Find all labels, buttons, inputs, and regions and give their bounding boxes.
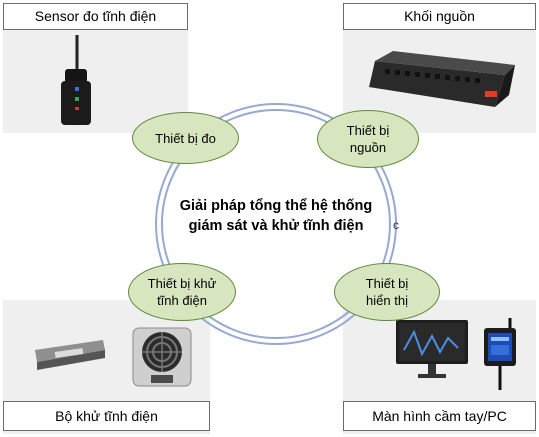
power-label: Khối nguồn [343,3,536,30]
sensor-label: Sensor đo tĩnh điện [3,3,188,30]
sensor-device-image [61,35,91,125]
monitor-image [396,320,468,378]
bubble-power-device: Thiết bị nguồn [317,110,419,168]
power-panel: Khối nguồn [343,3,536,133]
bubble-measure-device: Thiết bị đo [132,112,239,164]
sensor-panel: Sensor đo tĩnh điện [3,3,188,133]
bubble-display-device: Thiết bị hiển thị [334,263,440,321]
handheld-device-image [484,318,516,390]
center-title-line1: Giải pháp tổng thể hệ thống [179,198,373,214]
ionizer-fan-image [132,327,192,387]
power-led-icon [485,91,497,97]
bubble-measure-text: Thiết bị đo [155,130,216,146]
ionizer-label: Bộ khử tĩnh điện [3,401,210,431]
bubble-ionizer-device: Thiết bị khử tĩnh điện [128,263,236,321]
power-unit-image [369,51,515,107]
display-label: Màn hình cầm tay/PC [343,401,536,431]
ionizer-panel: Bộ khử tĩnh điện [3,300,210,434]
center-ring-outer [155,103,397,345]
center-title-line2: giám sát và khử tĩnh điện [188,218,364,234]
stray-glyph: c [393,218,399,232]
bubble-display-text: Thiết bị hiển thị [365,276,409,308]
center-title: Giải pháp tổng thể hệ thống giám sát và … [170,196,382,236]
ionizer-bar-image [35,340,105,370]
display-panel: Màn hình cầm tay/PC [343,300,536,434]
center-ring-inner [161,109,391,339]
bubble-ionizer-text: Thiết bị khử tĩnh điện [147,276,217,308]
bubble-power-text: Thiết bị nguồn [346,123,390,155]
